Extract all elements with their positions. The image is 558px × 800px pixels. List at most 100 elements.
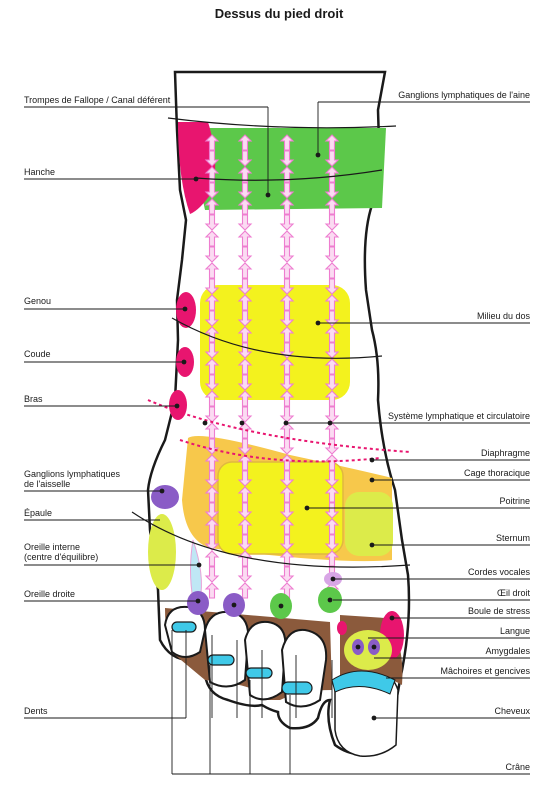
waist-line [171,317,383,359]
label-amygdales: Amygdales [485,646,530,656]
label-fallope: Trompes de Fallope / Canal déférent [24,95,171,105]
label-poitrine: Poitrine [499,496,530,506]
shoulder-line [131,511,411,568]
mid-back-zone [200,285,350,400]
arrow-icon [324,502,340,519]
ankle-line-1 [167,117,397,129]
arrow-icon [324,326,340,343]
arrow-icon [204,294,220,311]
arrow-icon [204,566,220,583]
arrow-icon [279,246,295,263]
arrow-icon [237,534,253,551]
arrow-icon [279,342,295,359]
arrow-icon [324,486,340,503]
arrow-icon [324,134,340,151]
arrow-icon [237,518,253,535]
arrow-icon [279,550,295,567]
arrow-icon [204,326,220,343]
label-epaule: Épaule [24,508,52,518]
arrow-icon [237,294,253,311]
arrow-icon [324,390,340,407]
arrow-icon [237,374,253,391]
label-cheveux: Cheveux [494,706,530,716]
arrow-icon [237,550,253,567]
arrow-icon [324,342,340,359]
arrow-icon [237,214,253,231]
arrow-icon [279,166,295,183]
label-machoires: Mâchoires et gencives [440,666,530,676]
arrow-icon [324,374,340,391]
arrow-icon [237,358,253,375]
arrow-icon [279,390,295,407]
arrow-icon [204,182,220,199]
label-bras: Bras [24,394,43,404]
armpit-lymph-zone [151,485,179,509]
label-aisselle-1: Ganglions lymphatiques [24,469,121,479]
arrow-icon [279,518,295,535]
lymph-dotted-line [147,399,411,453]
arrow-icon [324,422,340,439]
arrow-icon [279,230,295,247]
big-toe-hair-zone [331,670,396,695]
arrow-icon [237,134,253,151]
arrow-icon [237,454,253,471]
label-oreille-interne-2: (centre d'équilibre) [24,552,98,562]
label-langue: Langue [500,626,530,636]
label-oreille-interne-1: Oreille interne [24,542,80,552]
arrow-icon [204,262,220,279]
arrow-icon [324,518,340,535]
label-cage: Cage thoracique [464,468,530,478]
toe-5-nail [171,621,197,633]
arrow-icon [204,534,220,551]
arrow-icon [279,326,295,343]
small-pink-dot [337,621,347,635]
arrow-icon [279,486,295,503]
label-lymphatique: Système lymphatique et circulatoire [388,411,530,421]
arrow-icon [204,470,220,487]
hip-zone [178,122,216,214]
arrow-icon [204,278,220,295]
arrow-icon [237,246,253,263]
toe-2 [280,628,328,708]
label-oreille-droite: Oreille droite [24,589,75,599]
label-hanche: Hanche [24,167,55,177]
arrow-icon [204,166,220,183]
arrow-icon [279,294,295,311]
arrow-icon [237,406,253,423]
arrow-icon [204,310,220,327]
shoulder-zone [148,514,176,590]
arrow-icon [324,198,340,215]
arrow-icon [324,358,340,375]
arrow-icon [279,310,295,327]
diaphragm-line [179,439,381,463]
arrow-icon [237,486,253,503]
label-oeil: Œil droit [497,588,531,598]
label-cordes: Cordes vocales [468,567,531,577]
sternum-zone [345,492,393,556]
arrow-icon [204,198,220,215]
arrow-icon [237,566,253,583]
arrow-icon [279,406,295,423]
arrow-icon [324,230,340,247]
arrow-icon [279,198,295,215]
arrow-icon [237,262,253,279]
arrow-icon [237,278,253,295]
arrow-icon [279,502,295,519]
arrow-icon [279,438,295,455]
arrow-icon [237,150,253,167]
arrow-icon [237,182,253,199]
toe-3 [243,620,287,701]
arrow-icon [237,326,253,343]
label-crane: Crâne [505,762,530,772]
arrow-icon [279,358,295,375]
arrow-icon [204,486,220,503]
arrow-icon [204,422,220,439]
arrow-icon [204,582,220,599]
arrow-icon [279,374,295,391]
arrow-icon [279,150,295,167]
arrow-icon [204,502,220,519]
arrow-icon [237,166,253,183]
arrow-icon [279,470,295,487]
label-milieu-dos: Milieu du dos [477,311,531,321]
